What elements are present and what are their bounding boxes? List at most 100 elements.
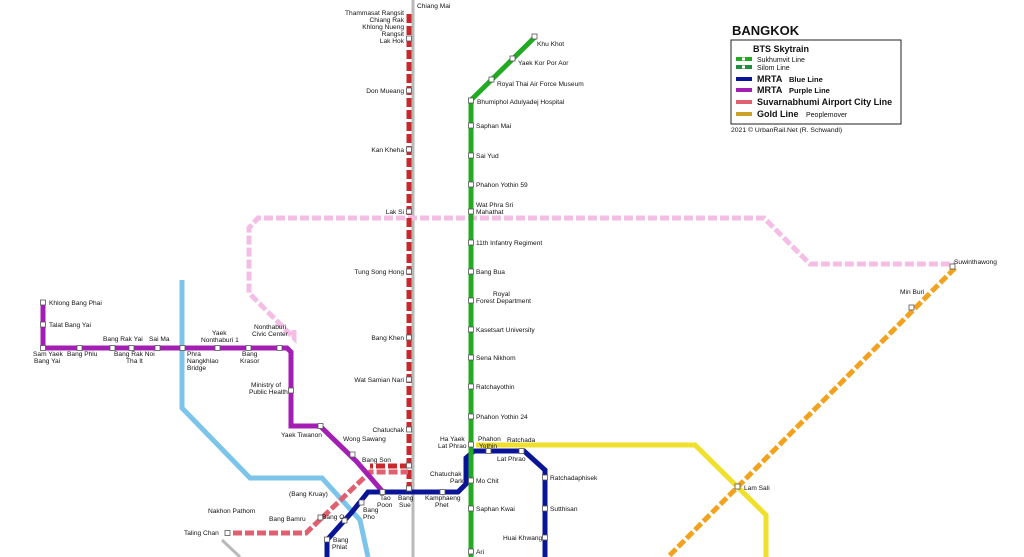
yellow-monorail-line[interactable] (476, 442, 769, 557)
station-marker-wat-samian-nari[interactable] (406, 376, 412, 383)
label-wat-phra-sri-2: Mahathat (476, 209, 504, 216)
label-lak-si: Lak Si (386, 209, 405, 216)
station-marker-saphan-kwai[interactable] (468, 505, 474, 512)
station-marker-bang-o[interactable] (341, 517, 348, 524)
station-marker-saphan-mai[interactable] (468, 122, 474, 129)
srt-light-red-line[interactable] (233, 469, 408, 536)
legend-swatch-silom-dot (742, 65, 745, 69)
station-marker-bang-pho[interactable] (358, 499, 365, 506)
station-marker-infantry[interactable] (468, 239, 474, 246)
station-marker-sai-yud[interactable] (468, 152, 474, 159)
station-marker-suwinthawong[interactable] (949, 263, 956, 270)
station-marker-lam-sali[interactable] (734, 483, 741, 490)
legend-airport: Suvarnabhumi Airport City Line (757, 97, 892, 107)
label-phra-nang-3: Bridge (187, 365, 206, 372)
station-marker-ratchadaphisek[interactable] (542, 474, 548, 481)
label-bang-bua: Bang Bua (476, 269, 505, 276)
label-huai-khwang: Huai Khwang (503, 535, 543, 542)
station-marker-taling-chan[interactable] (224, 530, 231, 536)
label-chatuchak-park-1: Chatuchak (430, 471, 462, 478)
label-chatuchak-park-2: Park (450, 478, 464, 485)
station-marker-ha-yaek[interactable] (468, 441, 474, 448)
label-talat-bang-yai: Talat Bang Yai (49, 322, 91, 329)
station-marker-bang-rak-noi[interactable] (128, 345, 135, 351)
station-marker-min-buri[interactable] (908, 304, 915, 311)
label-ha-yaek-1: Ha Yaek (440, 436, 465, 443)
station-marker-bang-sue[interactable] (406, 485, 412, 492)
station-marker-phahon-yothin-24[interactable] (468, 413, 474, 420)
legend-swatch-airport (736, 100, 752, 104)
station-marker-bang-son[interactable] (406, 462, 412, 469)
station-marker-bang-phlat[interactable] (324, 536, 330, 543)
station-marker-kan-kheha[interactable] (406, 146, 412, 153)
station-marker-sai-ma[interactable] (154, 345, 161, 351)
legend-gold: Peoplemover (806, 112, 848, 119)
label-ratchayothin: Ratchayothin (476, 384, 515, 391)
label-kan-kheha: Kan Kheha (371, 147, 404, 154)
label-phahon-yothin-59: Phahon Yothin 59 (476, 182, 528, 189)
station-marker-wong-sawang[interactable] (349, 451, 356, 458)
station-marker-tao-poon[interactable] (379, 489, 386, 495)
station-marker-yaek-nonthaburi[interactable] (214, 345, 221, 351)
station-marker-sutthisan[interactable] (542, 505, 548, 512)
station-marker-khu-khot[interactable] (531, 33, 538, 40)
label-kamphaeng-2: Phet (435, 502, 449, 509)
label-nont-civic-1: Nonthaburi (254, 324, 287, 331)
orange-line[interactable] (666, 266, 957, 557)
station-marker-ratchayothin[interactable] (468, 383, 474, 390)
station-marker-phra-nangkhlao[interactable] (179, 345, 186, 351)
label-ratchadaphisek: Ratchadaphisek (550, 475, 598, 482)
pink-monorail-line[interactable] (246, 215, 955, 345)
station-marker-bang-khen[interactable] (406, 334, 412, 341)
station-marker-tung-song-hong[interactable] (406, 268, 412, 275)
label-sai-yud: Sai Yud (476, 153, 499, 160)
station-marker-wat-phra-sri[interactable] (468, 208, 474, 215)
station-marker-lak-hok[interactable] (406, 35, 412, 42)
station-marker-kasetsart[interactable] (468, 326, 474, 333)
station-marker-bang-bamru[interactable] (317, 514, 324, 521)
station-marker-bang-krasor[interactable] (245, 345, 252, 351)
label-sutthisan: Sutthisan (550, 506, 578, 513)
station-marker-phahon-yothin-59[interactable] (468, 181, 474, 188)
station-marker-talat-bang-yai[interactable] (40, 321, 46, 328)
station-marker-ari[interactable] (468, 548, 474, 555)
sky-blue-line[interactable] (179, 280, 371, 557)
station-marker-royal-forest[interactable] (468, 297, 474, 304)
station-marker-sam-yaek[interactable] (40, 345, 46, 351)
station-marker-yaek-tiwanon[interactable] (317, 423, 324, 429)
station-marker-bhumiphol[interactable] (468, 97, 474, 104)
station-marker-chatuchak[interactable] (406, 426, 412, 433)
station-marker-bang-rak-yai[interactable] (109, 345, 116, 351)
legend-box (730, 39, 902, 125)
station-marker-lak-si[interactable] (406, 208, 412, 215)
label-chiang-rak: Chiang Rak (370, 17, 405, 24)
label-wat-phra-sri-1: Wat Phra Sri (476, 202, 514, 209)
station-marker-phahon-yothin[interactable] (485, 448, 492, 454)
label-phahon-yothin-2: Yothin (479, 443, 497, 450)
station-marker-bang-bua[interactable] (468, 268, 474, 275)
station-marker-sena-nikhom[interactable] (468, 354, 474, 361)
station-marker-khlong-bang-phai[interactable] (40, 299, 46, 306)
station-marker-mo-chit[interactable] (468, 477, 474, 484)
label-thammasat-rangsit: Thammasat Rangsit (345, 10, 404, 17)
label-wat-samian-nari: Wat Samian Nari (354, 377, 404, 384)
legend-credit: 2021 © UrbanRail.Net (R. Schwandl) (731, 126, 842, 134)
station-marker-yaek-kor-por-aor[interactable] (509, 55, 516, 62)
label-yaek-kor-por-aor: Yaek Kor Por Aor (518, 60, 569, 67)
station-marker-royal-thai-af[interactable] (488, 76, 495, 83)
station-marker-huai-khwang[interactable] (542, 534, 548, 541)
label-bang-rak-yai: Bang Rak Yai (103, 336, 143, 343)
label-royal-thai-af: Royal Thai Air Force Museum (497, 81, 584, 88)
label-min-buri: Min Buri (900, 289, 925, 296)
label-bang-bamru: Bang Bamru (269, 516, 306, 523)
station-marker-ministry[interactable] (288, 387, 294, 394)
label-khu-khot: Khu Khot (537, 41, 564, 48)
station-marker-lat-phrao[interactable] (518, 448, 525, 454)
station-marker-bang-phlu[interactable] (76, 345, 83, 351)
station-marker-kamphaeng-phet[interactable] (439, 489, 446, 495)
label-yaek-tiwanon: Yaek Tiwanon (281, 432, 322, 439)
mrt-purple-line[interactable] (40, 303, 398, 495)
label-infantry: 11th Infantry Regiment (476, 240, 542, 247)
station-marker-don-mueang[interactable] (406, 87, 412, 94)
station-marker-nonthaburi-civic[interactable] (276, 345, 283, 351)
